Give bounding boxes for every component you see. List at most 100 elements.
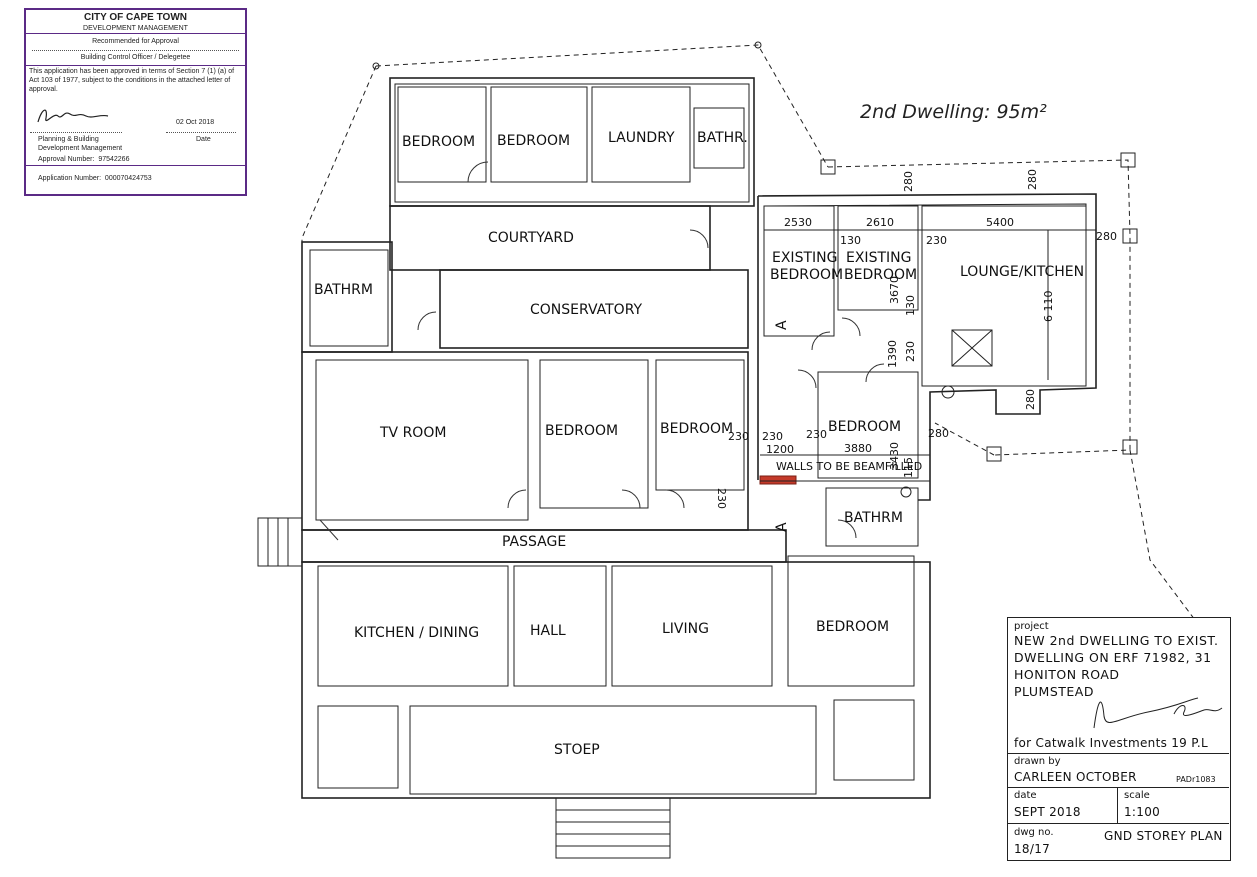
drawn-by-reg-no: PADr1083	[1176, 775, 1216, 784]
dim-130-a: 130	[840, 234, 861, 247]
project-line-3: HONITON ROAD	[1014, 667, 1120, 682]
stamp-building-officer: Building Control Officer / Delegetee	[80, 54, 191, 61]
scale-label: scale	[1124, 790, 1150, 801]
stamp-date-label: Date	[196, 136, 211, 143]
room-bathrm-new: BATHRM	[844, 510, 903, 526]
room-existing-bedroom-1-line1: EXISTING	[772, 250, 837, 266]
project-label: project	[1014, 621, 1049, 632]
side-steps	[257, 517, 303, 567]
room-conservatory: CONSERVATORY	[530, 302, 643, 318]
stamp-approval-number-value: 97542266	[98, 156, 130, 163]
room-bathr: BATHR.	[697, 130, 748, 146]
client-name: for Catwalk Investments 19 P.L	[1014, 736, 1209, 750]
dim-280-c: 280	[1096, 230, 1117, 243]
stamp-department: DEVELOPMENT MANAGEMENT	[83, 25, 188, 32]
stamp-application-number-value: 000070424753	[104, 175, 152, 182]
room-bedroom-new: BEDROOM	[828, 419, 901, 435]
dim-1390: 1390	[886, 340, 899, 368]
room-laundry: LAUNDRY	[608, 130, 675, 146]
room-lounge-kitchen: LOUNGE/KITCHEN	[960, 264, 1084, 280]
date-label: date	[1014, 790, 1037, 801]
approval-stamp: CITY OF CAPE TOWN DEVELOPMENT MANAGEMENT…	[24, 8, 247, 196]
dim-3430: 3430	[888, 442, 901, 470]
dim-230-d: 230	[762, 430, 783, 443]
stamp-application-section: Application Number: 000070424753	[26, 166, 245, 192]
dim-5400: 5400	[986, 216, 1014, 229]
room-bedroom-1: BEDROOM	[402, 134, 475, 150]
section-a-bottom: A	[774, 522, 790, 532]
stamp-signatory-dept: Development Management	[38, 145, 123, 152]
room-bedroom-2: BEDROOM	[497, 133, 570, 149]
second-dwelling-walls	[757, 193, 1097, 547]
stamp-approval-section: This application has been approved in te…	[26, 66, 245, 166]
room-existing-bedroom-2-line1: EXISTING	[846, 250, 911, 266]
room-hall: HALL	[530, 623, 566, 639]
dim-230-a: 230	[926, 234, 947, 247]
dim-3880: 3880	[844, 442, 872, 455]
site-boundary	[301, 41, 1211, 641]
dim-6110: 6 110	[1042, 291, 1055, 323]
room-living: LIVING	[662, 621, 709, 637]
project-line-2: DWELLING ON ERF 71982, 31	[1014, 650, 1212, 665]
stamp-signature	[37, 109, 109, 123]
toilet-icon	[941, 385, 955, 399]
dim-1200: 1200	[766, 443, 794, 456]
stamp-title: CITY OF CAPE TOWN	[84, 12, 187, 23]
stamp-recommend-section: Recommended for Approval Building Contro…	[26, 34, 245, 66]
dim-280-a: 280	[902, 171, 915, 192]
dim-2610: 2610	[866, 216, 894, 229]
walls-beamfill-note: WALLS TO BE BEAMFILLED	[776, 460, 922, 473]
title-date-cell: date SEPT 2018	[1008, 788, 1118, 824]
stamp-sign-line	[30, 132, 122, 133]
dim-130-b: 130	[904, 295, 917, 316]
project-line-1: NEW 2nd DWELLING TO EXIST.	[1014, 633, 1219, 648]
stamp-application-number-label: Application Number:	[38, 175, 102, 182]
room-passage: PASSAGE	[502, 534, 566, 550]
section-a-top: A	[774, 320, 790, 330]
title-drawn-by-cell: drawn by CARLEEN OCTOBER PADr1083	[1008, 754, 1229, 788]
client-signature	[1093, 697, 1223, 729]
drawn-by-name: CARLEEN OCTOBER	[1014, 770, 1137, 784]
scale-value: 1:100	[1124, 805, 1161, 819]
stamp-recommended: Recommended for Approval	[92, 38, 179, 45]
toilet-icon	[900, 486, 912, 498]
dim-230-b: 230	[904, 341, 917, 362]
dim-230-e: 230	[806, 428, 827, 441]
room-courtyard: COURTYARD	[488, 230, 574, 246]
dim-280-d: 280	[1024, 389, 1037, 410]
dim-2530: 2530	[784, 216, 812, 229]
room-bathrm-left: BATHRM	[314, 282, 373, 298]
stamp-approval-text: This application has been approved in te…	[29, 68, 235, 93]
room-bedroom-4: BEDROOM	[660, 421, 733, 437]
title-scale-cell: scale 1:100	[1118, 788, 1229, 824]
stamp-date-value: 02 Oct 2018	[176, 119, 215, 126]
beamfill-hatch	[759, 475, 797, 485]
stamp-approval-number: Approval Number: 97542266	[38, 155, 129, 164]
stamp-signatory: Planning & Building	[38, 136, 99, 143]
room-kitchen-dining: KITCHEN / DINING	[354, 625, 479, 641]
dim-230-c: 230	[728, 430, 749, 443]
date-value: SEPT 2018	[1014, 805, 1081, 819]
room-existing-bedroom-2-line2: BEDROOM	[844, 267, 917, 283]
sheet-title: GND STOREY PLAN	[1104, 829, 1223, 843]
drawn-by-label: drawn by	[1014, 756, 1061, 767]
stove-icon	[951, 329, 993, 367]
title-block: project NEW 2nd DWELLING TO EXIST. DWELL…	[1007, 617, 1231, 861]
front-steps	[555, 797, 671, 859]
stamp-approval-number-label: Approval Number:	[38, 156, 95, 163]
dim-115: 115	[902, 457, 915, 478]
door-swings	[319, 161, 885, 541]
stamp-dotted-line	[32, 50, 239, 51]
dim-280-e: 280	[928, 427, 949, 440]
dim-230-f: 230	[715, 488, 728, 509]
title-project-cell: project NEW 2nd DWELLING TO EXIST. DWELL…	[1008, 618, 1229, 754]
dwg-label: dwg no.	[1014, 827, 1054, 838]
dim-280-b: 280	[1026, 169, 1039, 190]
stamp-date-line	[166, 132, 236, 133]
main-house-walls	[257, 77, 931, 859]
room-bedroom-3: BEDROOM	[545, 423, 618, 439]
stamp-application-number: Application Number: 000070424753	[38, 174, 152, 183]
project-line-4: PLUMSTEAD	[1014, 684, 1094, 699]
dwg-number: 18/17	[1014, 842, 1051, 856]
